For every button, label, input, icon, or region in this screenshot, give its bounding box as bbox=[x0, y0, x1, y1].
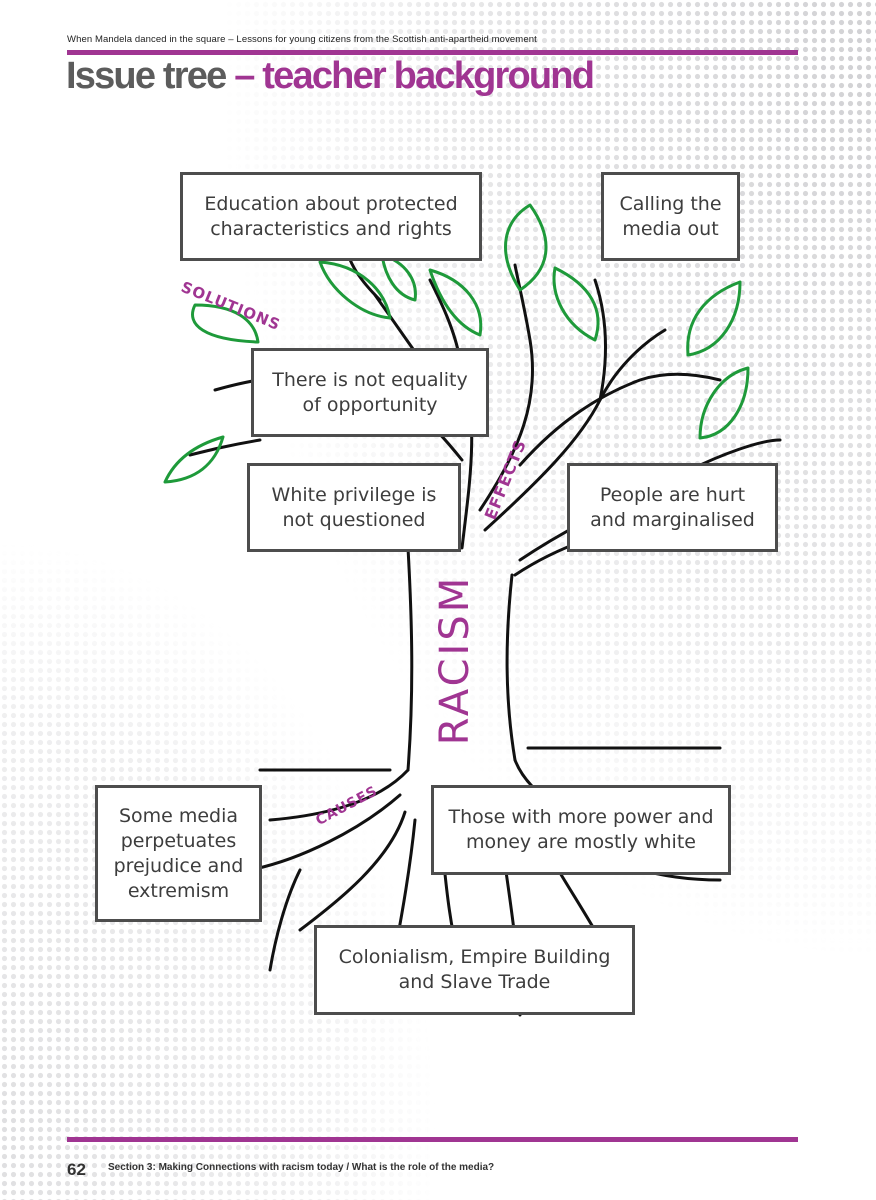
leaf-2 bbox=[380, 253, 417, 302]
tree-trunk-right bbox=[505, 573, 517, 762]
leaf-8 bbox=[163, 435, 225, 484]
root-10 bbox=[268, 868, 302, 972]
page-number: 62 bbox=[67, 1160, 86, 1179]
leaf-6 bbox=[686, 280, 742, 357]
box-calling-media-out: Calling the media out bbox=[601, 172, 740, 261]
leaf-3 bbox=[428, 268, 483, 337]
header-rule bbox=[67, 50, 798, 55]
branch-11 bbox=[188, 438, 262, 457]
box-white-privilege: White privilege is not questioned bbox=[247, 463, 461, 552]
root-1 bbox=[268, 768, 410, 822]
box-media-prejudice: Some media perpetuates prejudice and ext… bbox=[95, 785, 262, 922]
running-header: When Mandela danced in the square – Less… bbox=[67, 34, 537, 45]
leaf-4 bbox=[504, 203, 548, 292]
box-not-equality-of-opportunity: There is not equality of opportunity bbox=[251, 348, 489, 437]
branch-8 bbox=[593, 278, 607, 402]
tree-trunk-left bbox=[406, 546, 414, 772]
branch-6 bbox=[518, 372, 722, 467]
box-colonialism: Colonialism, Empire Building and Slave T… bbox=[314, 925, 635, 1015]
page-title-accent: – teacher background bbox=[234, 55, 595, 97]
footer-rule bbox=[67, 1137, 798, 1142]
box-power-text: Those with more power and money are most… bbox=[448, 806, 714, 853]
box-equality-text: There is not equality of opportunity bbox=[272, 368, 468, 416]
box-education-protected-characteristics: Education about protected characteristic… bbox=[180, 172, 482, 261]
box-education-text: Education about protected characteristic… bbox=[204, 192, 458, 240]
label-racism: RACISM bbox=[432, 574, 479, 746]
box-privilege-text: White privilege is not questioned bbox=[271, 483, 437, 531]
box-hurt-text: People are hurt and marginalised bbox=[590, 483, 755, 531]
box-media-out-text: Calling the media out bbox=[619, 192, 722, 240]
box-media-prejudice-text: Some media perpetuates prejudice and ext… bbox=[113, 804, 244, 902]
box-colonialism-text: Colonialism, Empire Building and Slave T… bbox=[338, 946, 611, 993]
box-people-hurt: People are hurt and marginalised bbox=[567, 463, 778, 552]
root-3 bbox=[298, 810, 407, 932]
leaf-5 bbox=[552, 266, 600, 342]
branch-5 bbox=[483, 328, 667, 532]
box-power-money: Those with more power and money are most… bbox=[431, 785, 731, 875]
leaf-9 bbox=[191, 303, 260, 344]
root-2 bbox=[248, 793, 402, 872]
leaf-1 bbox=[318, 260, 392, 320]
page-title: Issue tree – teacher background bbox=[66, 55, 595, 98]
leaf-7 bbox=[698, 366, 750, 440]
page-title-main: Issue tree bbox=[66, 55, 227, 97]
branch-4 bbox=[478, 263, 534, 512]
footer-section-title: Section 3: Making Connections with racis… bbox=[108, 1162, 495, 1173]
